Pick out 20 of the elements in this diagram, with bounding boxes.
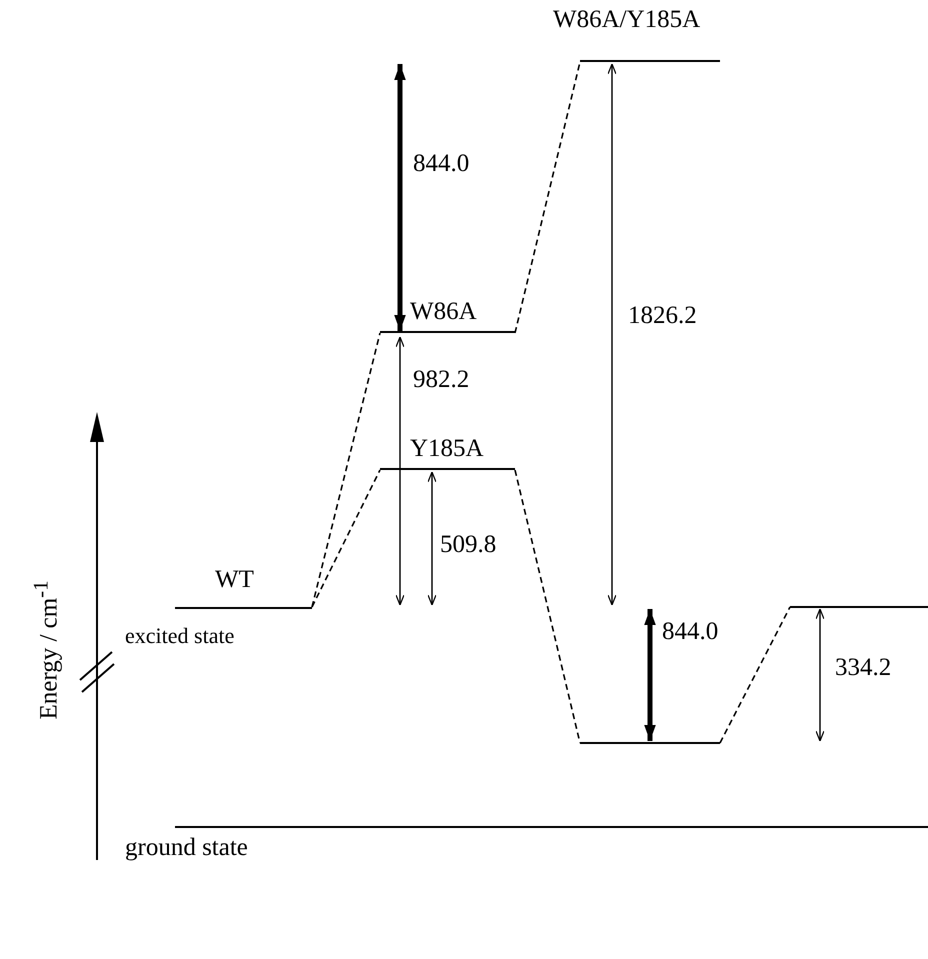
level-label: ground state [125, 834, 248, 862]
dashed-connector [514, 470, 581, 744]
level-label: Y185A [410, 435, 484, 463]
dashed-connector [719, 606, 791, 744]
energy-level-line [580, 742, 720, 744]
energy-level-line [790, 606, 928, 608]
energy-value: 982.2 [413, 366, 470, 394]
energy-value: 844.0 [413, 150, 470, 178]
state-label: excited state [125, 622, 234, 650]
energy-value: 334.2 [835, 654, 892, 682]
dashed-connector [311, 332, 381, 608]
energy-level [125, 826, 928, 862]
level-label: W86A/Y185A [553, 6, 700, 34]
dashed-connector [311, 470, 381, 608]
level-label: W86A [410, 298, 477, 326]
energy-value: 844.0 [662, 618, 718, 646]
energy-value: 509.8 [440, 531, 496, 559]
level-label: WT [215, 566, 254, 594]
energy-value: 1826.2 [628, 302, 697, 330]
dashed-connector [514, 62, 581, 334]
